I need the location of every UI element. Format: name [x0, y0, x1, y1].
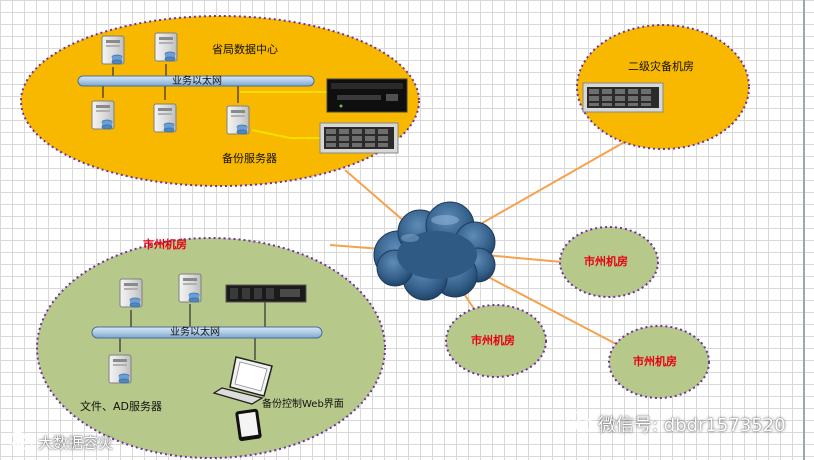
city-bus-label: 业务以太网	[170, 327, 220, 338]
dr-disk-array-icon	[582, 82, 664, 113]
province-dc-title: 省局数据中心	[212, 43, 278, 56]
province-server-3-icon	[91, 100, 115, 130]
corner-watermark: 大数据容灾	[38, 434, 114, 452]
backup-server-label: 备份服务器	[222, 152, 277, 165]
city-site-1-title: 市州机房	[584, 255, 628, 268]
city-site-2-title: 市州机房	[471, 334, 515, 347]
city-main-title: 市州机房	[143, 238, 187, 251]
file-ad-server-icon	[108, 354, 132, 384]
city-bus-wiring	[119, 302, 266, 360]
province-server-1-icon	[101, 35, 125, 65]
city-server-1-icon	[119, 278, 143, 308]
cloud-icon	[373, 201, 496, 301]
tablet-icon	[235, 408, 262, 441]
dr-site-title: 二级灾备机房	[628, 60, 694, 73]
canvas-right-border	[803, 0, 805, 460]
province-server-4-icon	[153, 103, 177, 133]
corner-logo-icon	[9, 431, 33, 450]
city-server-2-icon	[178, 273, 202, 303]
web-ui-label: 备份控制Web界面	[262, 399, 344, 410]
link-city-1	[484, 254, 563, 263]
province-ethernet-bus	[77, 75, 315, 87]
city-site-3-ellipse	[608, 325, 710, 399]
tape-library-icon	[326, 78, 408, 113]
province-bus-label: 业务以太网	[172, 76, 222, 87]
disk-array-icon	[319, 122, 399, 154]
link-city-3	[474, 269, 619, 346]
wechat-id-watermark: 微信号: dbdr1573520	[598, 415, 786, 436]
city-site-1-ellipse	[559, 226, 659, 298]
city-ethernet-bus	[91, 326, 323, 339]
wechat-logo-icon	[567, 411, 593, 433]
province-storage-links	[240, 91, 330, 139]
province-bus-wiring	[102, 64, 239, 103]
province-server-2-icon	[154, 32, 178, 62]
file-ad-server-label: 文件、AD服务器	[80, 400, 162, 413]
city-site-3-title: 市州机房	[633, 355, 677, 368]
city-site-2-ellipse	[445, 304, 547, 378]
city-main-ellipse	[36, 237, 386, 459]
rack-server-icon	[225, 284, 307, 303]
laptop-icon	[212, 356, 273, 405]
backup-server-icon	[226, 105, 250, 135]
link-dr-site	[469, 139, 629, 231]
